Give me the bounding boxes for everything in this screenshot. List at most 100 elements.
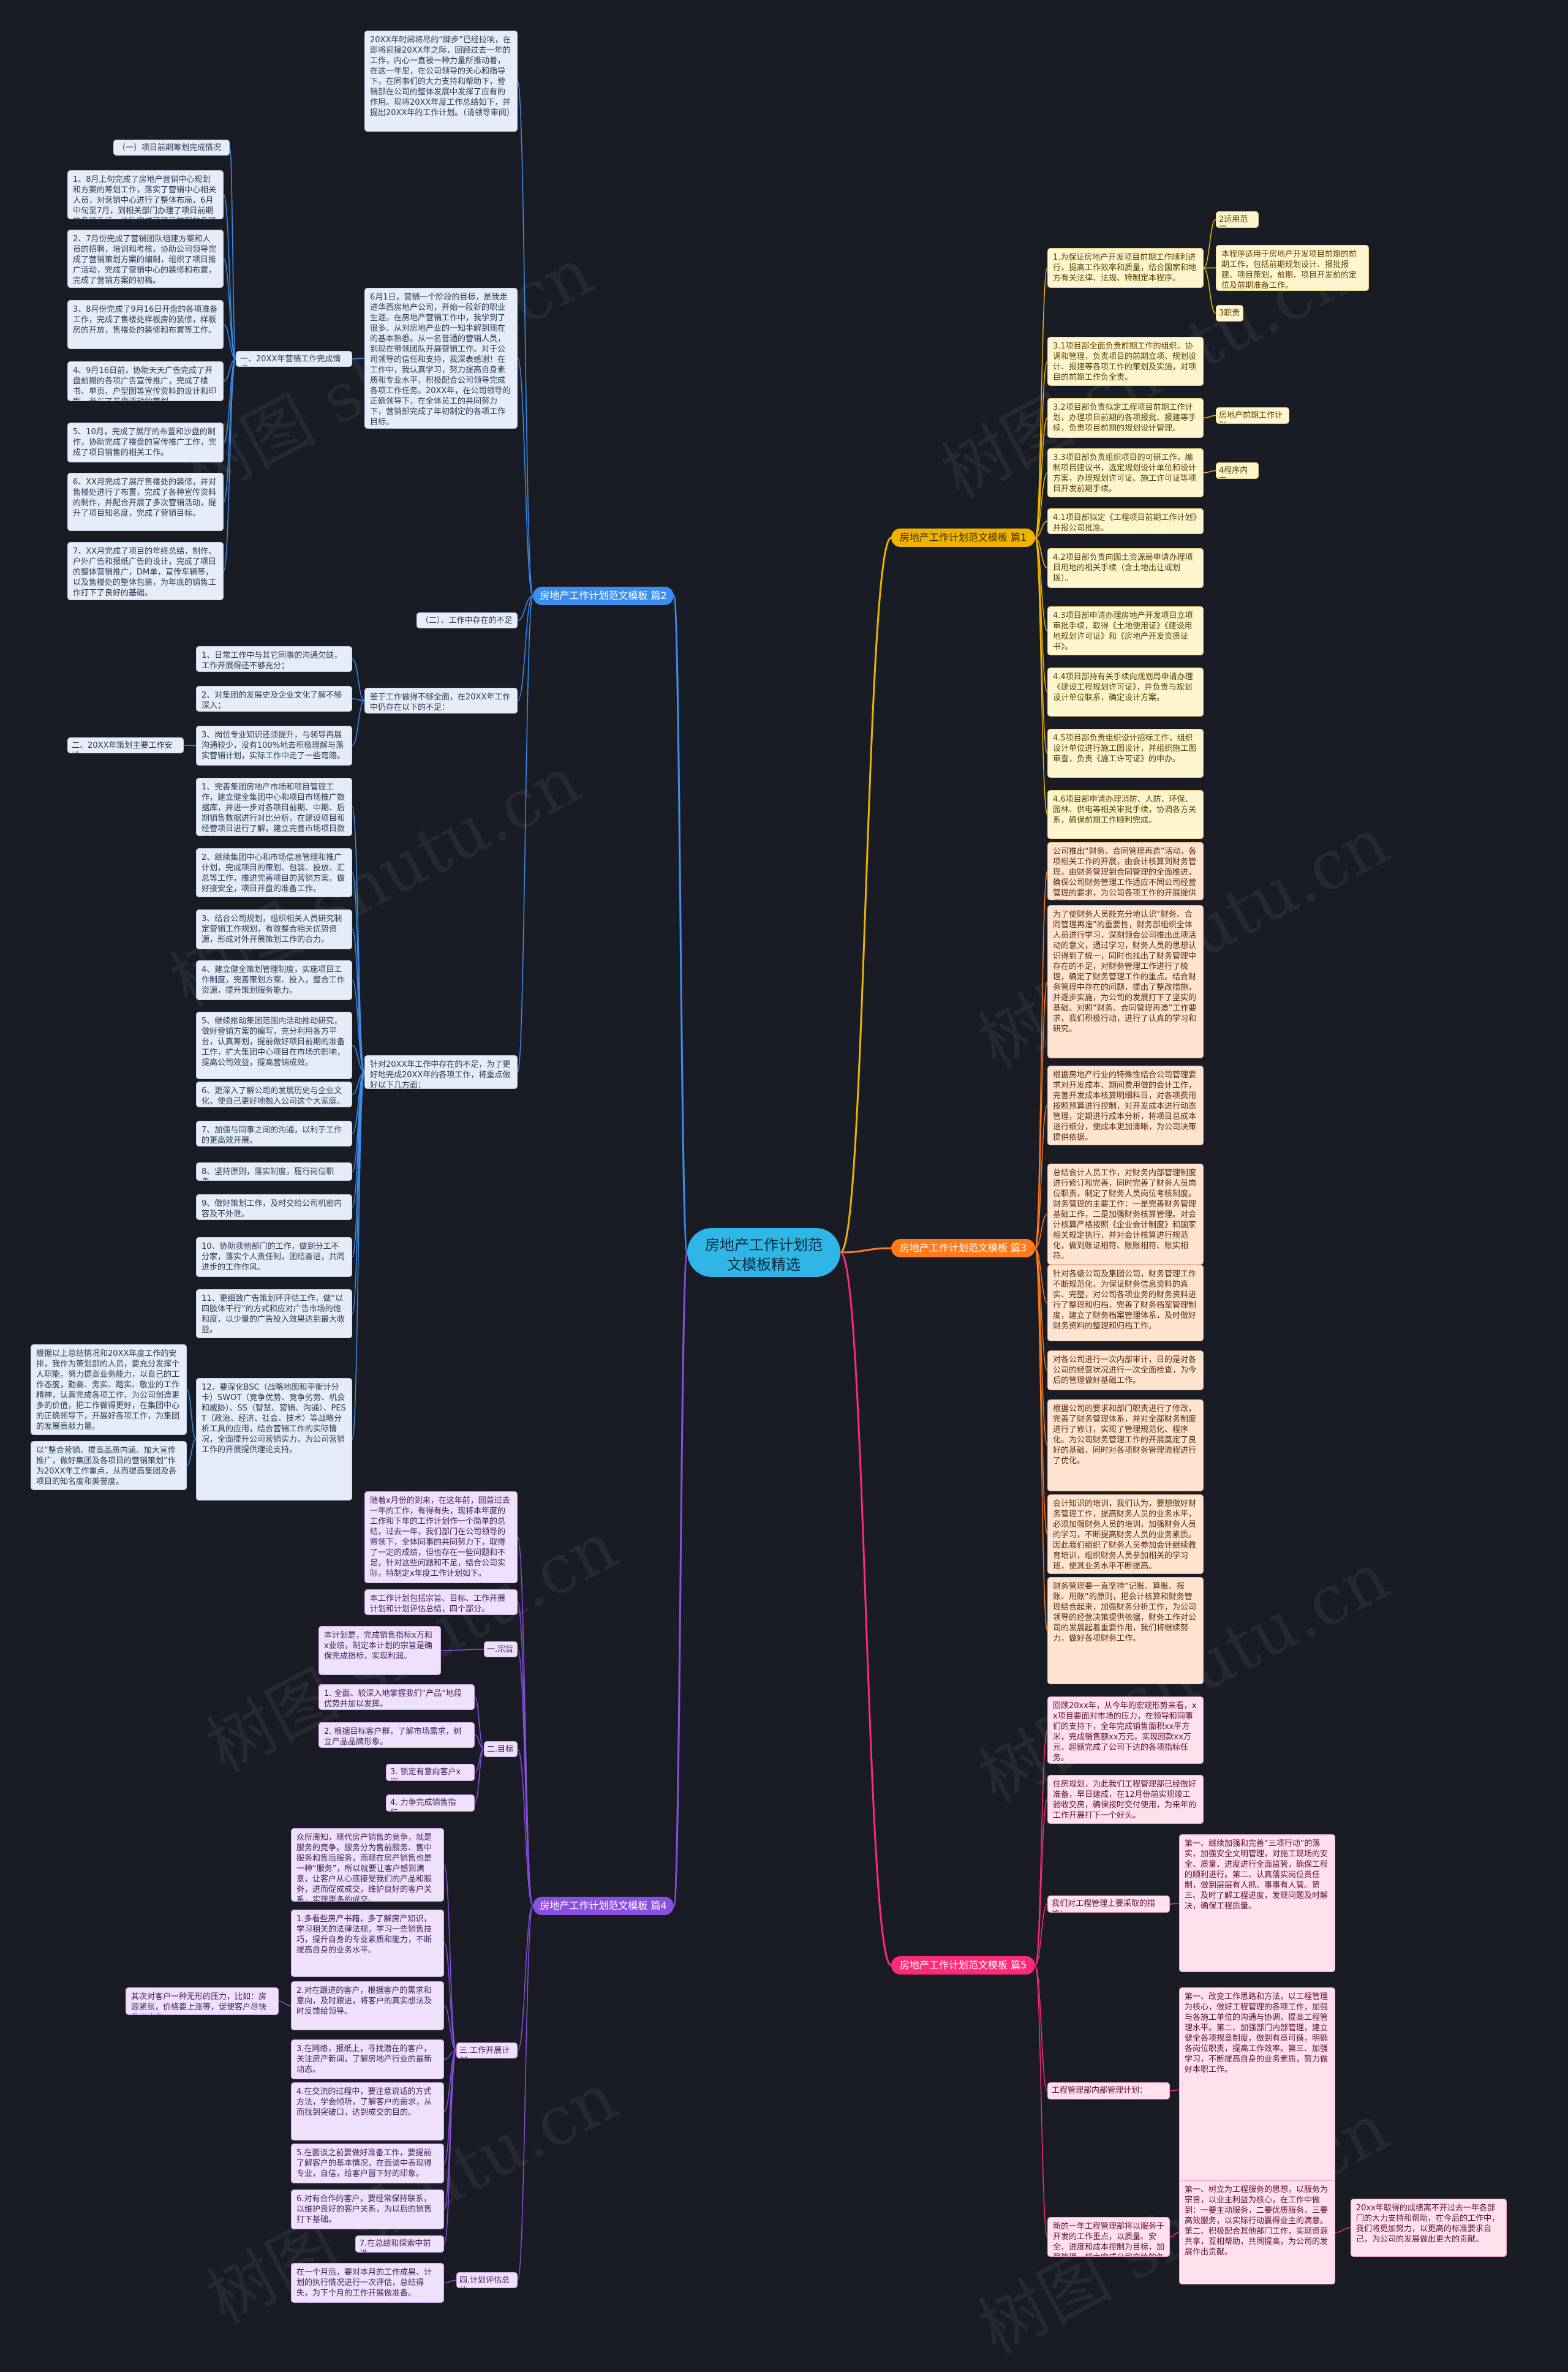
b1-node-4-3[interactable]: 4.3项目部申请办理房地产开发项目立项审批手续，取得《土地使用证》《建设用地规划…: [1047, 606, 1204, 655]
branch-3[interactable]: 房地产工作计划范文模板 篇3: [891, 1239, 1035, 1257]
b5-node-internal-detail[interactable]: 第一、改变工作思路和方法，以工程管理为核心，做好工程管理的各项工作，加强与各施工…: [1179, 1987, 1335, 2193]
b1-node-duty[interactable]: 3职责: [1216, 305, 1243, 322]
b2-node-plan-label[interactable]: 二、20XX年策划主要工作安排: [67, 737, 184, 753]
b2-node-section-1-item[interactable]: 5、10月，完成了展厅的布置和沙盘的制作，协助完成了楼盘的宣传推广工作，完成了项…: [67, 423, 224, 462]
b4-node-evaluation-text[interactable]: 在一个月后，要对本月的工作成果、计划的执行情况进行一次评估，总结得失，为下个月的…: [291, 2263, 444, 2303]
b2-node-closing-2[interactable]: 以“整合营销、提高品质内涵、加大宣传推广，做好集团及各项目的营销策划”作为20X…: [31, 1441, 187, 1490]
b2-node-plan-item[interactable]: 4、建立健全策划管理制度，实施项目工作制度，完善策划方案、投入，整合工作资源，提…: [196, 960, 352, 1000]
connector: [352, 700, 365, 747]
b3-node-item[interactable]: 根据房地产行业的特殊性结合公司管理要求对开发成本、期间费用做的会计工作，完善开发…: [1047, 1066, 1204, 1145]
connector: [352, 698, 365, 701]
b5-node-outlook-detail[interactable]: 第一、树立为工程服务的思想，以服务为宗旨，以业主利益为核心，在工作中做到：一要主…: [1179, 2180, 1335, 2284]
b3-node-item[interactable]: 根据公司的要求和部门职责进行了修改，完善了财务管理体系，并对全部财务制度进行了修…: [1047, 1399, 1204, 1491]
b4-node-goal-item[interactable]: 1. 全面、较深入地掌握我们“产品”地段优势并加以发挥。: [318, 1684, 475, 1710]
b2-node-plan-item[interactable]: 9、做好策划工作，及时交给公司机密内容及不外泄。: [196, 1194, 352, 1220]
branch-2[interactable]: 房地产工作计划范文模板 篇2: [533, 587, 674, 605]
b4-node-work-item[interactable]: 5.在面谈之前要做好准备工作，要提前了解客户的基本情况，在面谈中表现得专业，自信…: [291, 2144, 444, 2183]
b2-node-section-1-item[interactable]: 3、8月份完成了9月16日开盘的各项准备工作，完成了售楼处样板房的装修，样板房的…: [67, 300, 224, 349]
b1-node-plan-title[interactable]: 房地产前期工作计划: [1216, 407, 1289, 424]
b4-node-plan-intro[interactable]: 本工作计划包括宗旨、目标、工作开展计划和计划评估总结，四个部分。: [364, 1589, 518, 1615]
b4-node-work-note[interactable]: 其次对客户一种无形的压力，比如：房源紧张，价格要上涨等，促使客户尽快做出决定。: [126, 1987, 279, 2015]
b2-node-plan-item[interactable]: 5、继续推动集团范围内活动推动研究，做好营销方案的编写，充分利用各方平台，认真筹…: [196, 1012, 352, 1079]
b1-node-4-2[interactable]: 4.2项目部负责向国土资源局申请办理项目用地的相关手续（含土地出让或划拨）。: [1047, 548, 1204, 588]
b3-node-item[interactable]: 为了使财务人员能充分地认识“财务、合同管理再造”的重要性，财务部组织全体人员进行…: [1047, 905, 1204, 1058]
b2-node-plan-item[interactable]: 12、要深化BSC（战略地图和平衡计分卡）SWOT（竞争优势、竞争劣势、机会和威…: [196, 1378, 352, 1500]
b2-node-shortcoming-item[interactable]: 3、岗位专业知识还须提升，与领导再展沟通较少，没有100%地去积极理解与落实营销…: [196, 726, 352, 766]
branch-1[interactable]: 房地产工作计划范文模板 篇1: [891, 529, 1035, 547]
b5-node-outlook[interactable]: 新的一年工程管理部将以服务于开发的工作重点，以质量、安全、进度和成本控制为目标，…: [1047, 2217, 1170, 2257]
b5-node-plan[interactable]: 住房规划，为此我们工程管理部已经做好准备，早日建成，在12月份前实现竣工验收交房…: [1047, 1775, 1204, 1824]
b2-node-plan-summary[interactable]: 针对20XX年工作中存在的不足，为了更好地完成20XX年的各项工作，将重点做好以…: [364, 1055, 518, 1089]
b4-node-work-item[interactable]: 3.在网络，报纸上，寻找潜在的客户，关注房产新闻，了解房地产行业的最新动态。: [291, 2039, 444, 2079]
b2-node-shortcoming-item[interactable]: 1、日常工作中与其它同事的沟通欠缺，工作开展得还不够充分；: [196, 646, 352, 672]
b4-node-goal-item[interactable]: 3. 锁定有意向客户x家。: [386, 1764, 475, 1781]
branch-4[interactable]: 房地产工作计划范文模板 篇4: [533, 1897, 674, 1915]
b1-node-scope[interactable]: 2适用范围: [1216, 211, 1259, 228]
b3-node-item[interactable]: 财务管理要一直坚持“记账、算账、报账、用账”的原则，把会计核算和财务管理结合起来…: [1047, 1577, 1204, 1684]
b4-node-work-item[interactable]: 2.对在跟进的客户，根据客户的需求和意向，及时跟进，将客户的真实想法及时反馈给领…: [291, 1981, 444, 2030]
b3-node-item[interactable]: 对各公司进行一次内部审计，目的是对各公司的经营状况进行一次全面检查，为今后的管理…: [1047, 1350, 1204, 1390]
root-topic[interactable]: 房地产工作计划范文模板精选: [687, 1228, 840, 1277]
b1-node-3-3[interactable]: 3.3项目部负责组织项目的可研工作，编制项目建议书，选定规划设计单位和设计方案，…: [1047, 448, 1204, 497]
b2-node-plan-item[interactable]: 1、完善集团房地产市场和项目管理工作，建立健全集团中心和项目市场推广数据库，并进…: [196, 778, 352, 836]
b2-node-plan-item[interactable]: 2、继续集团中心和市场信息管理和推广计划，完成项目的策划、包装、投放、汇总等工作…: [196, 848, 352, 897]
b1-node-program[interactable]: 4程序内容: [1216, 462, 1259, 479]
b2-node-section-1[interactable]: （一）项目前期筹划完成情况: [113, 140, 230, 156]
b4-node-goals[interactable]: 二.目标: [484, 1741, 518, 1757]
b2-node-plan-item[interactable]: 10、协助我他部门的工作，做到分工不分家，落实个人责任制，团结奋进，共同进步的工…: [196, 1237, 352, 1277]
connector: [352, 1071, 365, 1440]
b5-node-outlook-far[interactable]: 20xx年取得的成绩离不开过去一年各部门的大力支持和帮助，在今后的工作中，我们将…: [1351, 2199, 1507, 2257]
b2-node-completion-summary[interactable]: 6月1日，营销一个阶段的目标，是我走进华西房地产公司，开始一段新的职业生涯。在房…: [364, 288, 518, 429]
b4-node-work-item[interactable]: 6.对有合作的客户，要经常保持联系，以维护良好的客户关系，为以后的销售打下基础。: [291, 2189, 444, 2229]
b1-node-4-4[interactable]: 4.4项目部持有关手续向规划局申请办理《建设工程规划许可证》，并负责与规划设计单…: [1047, 668, 1204, 717]
b3-node-item[interactable]: 会计知识的培训，我们认为，要想做好财务管理工作，提高财务人员的业务水平，必须加强…: [1047, 1494, 1204, 1574]
b4-node-purpose[interactable]: 一.宗旨: [484, 1641, 518, 1657]
b4-node-purpose-text[interactable]: 本计划是，完成销售指标x万和x业绩，制定本计划的宗旨是确保完成指标，实现利润。: [318, 1626, 441, 1675]
b2-node-completion-label[interactable]: 一、20XX年营销工作完成情况: [236, 351, 352, 367]
b2-node-shortcomings[interactable]: （二）、工作中存在的不足: [417, 612, 518, 628]
b2-node-shortcoming-item[interactable]: 2、对集团的发展史及企业文化了解不够深入；: [196, 686, 352, 712]
b1-node-4-5[interactable]: 4.5项目部负责组织设计招标工作，组织设计单位进行施工图设计，并组织施工图审查，…: [1047, 729, 1204, 778]
b5-node-review[interactable]: 回顾20xx年，从今年的宏观形势来看，xx项目要面对市场的压力，在领导和同事们的…: [1047, 1696, 1204, 1764]
b1-node-3-1[interactable]: 3.1项目部全面负责前期工作的组织、协调和管理，负责项目的前期立项、规划设计、报…: [1047, 337, 1204, 386]
b2-node-plan-item[interactable]: 8、坚持原则，落实制度，履行岗位职责。: [196, 1162, 352, 1181]
b3-node-item[interactable]: 总结会计人员工作，对财务内部管理制度进行修订和完善，同时完善了财务人员岗位职责，…: [1047, 1164, 1204, 1265]
b1-node-3-2[interactable]: 3.2项目部负责拟定工程项目前期工作计划，办理项目前期的各项报批、报建等手续，负…: [1047, 398, 1204, 438]
b4-node-evaluation[interactable]: 四.计划评估总结: [456, 2272, 518, 2288]
connector: [517, 1749, 533, 1907]
b5-node-measures[interactable]: 我们对工程管理上要采取的措施：: [1047, 1896, 1170, 1913]
b4-node-work-item[interactable]: 众所周知，现代房产销售的竞争，就是服务的竞争。服务分为售前服务、售中服务和售后服…: [291, 1828, 444, 1902]
b2-node-plan-item[interactable]: 3、结合公司规划，组织相关人员研究制定营销工作规划，有效整合相关优势资源，形成对…: [196, 909, 352, 949]
b2-node-section-1-item[interactable]: 6、XX月完成了展厅售楼处的装修，并对售楼处进行了布置，完成了各种宣传资料的制作…: [67, 473, 224, 531]
b1-node-4-6[interactable]: 4.6项目部申请办理消防、人防、环保、园林、供电等相关审批手续，协调各方关系，确…: [1047, 790, 1204, 839]
b1-node-scope-detail[interactable]: 本程序适用于房地产开发项目前期的前期工作，包括前期规划设计、报批报建、项目策划，…: [1216, 245, 1369, 291]
b4-node-work-plan[interactable]: 三.工作开展计划: [456, 2043, 518, 2058]
b1-node-4-1[interactable]: 4.1项目部拟定《工程项目前期工作计划》并报公司批准。: [1047, 508, 1204, 534]
b5-node-measures-detail[interactable]: 第一、继续加强和完善“三项行动”的落实，加强安全文明管理，对施工现场的安全、质量…: [1179, 1834, 1335, 1972]
b4-node-work-item[interactable]: 7.在总结和探索中前进。: [355, 2235, 444, 2253]
connector: [278, 2000, 292, 2006]
b4-node-work-item[interactable]: 1.多看些房产书籍，多了解房产知识，学习相关的法律法规，学习一些销售技巧，提升自…: [291, 1910, 444, 1977]
b5-node-internal[interactable]: 工程管理部内部管理计划：: [1047, 2082, 1170, 2099]
b2-node-section-1-item[interactable]: 7、XX月完成了项目的年终总结，制作、户外广告和报纸广告的设计，完成了项目的整体…: [67, 542, 224, 600]
connector: [1035, 267, 1048, 538]
connector: [517, 1537, 533, 1907]
b2-node-closing-1[interactable]: 根据以上总结情况和20XX年度工作的安排，我作为策划部的人员，要充分发挥个人职能…: [31, 1344, 187, 1435]
connector: [1169, 2232, 1180, 2238]
b4-node-goal-item[interactable]: 4. 力争完成销售指标。: [386, 1794, 475, 1812]
b2-node-section-1-item[interactable]: 1、8月上旬完成了房地产营销中心规划和方案的筹划工作，落实了营销中心相关人员，对…: [67, 170, 224, 219]
b2-node-section-1-item[interactable]: 4、9月16日前，协助天天广告完成了开盘前期的各项广告宣传推广，完成了楼书、单页…: [67, 361, 224, 401]
b2-node-plan-item[interactable]: 6、更深入了解公司的发展历史与企业文化，使自己更好地融入公司这个大家庭。: [196, 1082, 352, 1107]
b2-node-shortcomings-summary[interactable]: 鉴于工作做得不够全面，在20XX年工作中仍存在以下的不足：: [364, 688, 518, 713]
b3-node-item[interactable]: 针对各级公司及集团公司，财务管理工作不断规范化，为保证财务信息资料的真实、完整，…: [1047, 1265, 1204, 1341]
b4-node-goal-item[interactable]: 2. 根据目标客户群，了解市场需求，树立产品品牌形象。: [318, 1722, 475, 1748]
b1-node-intro[interactable]: 1.为保证房地产开发项目前期工作顺利进行，提高工作效率和质量，结合国家和地方有关…: [1047, 248, 1204, 288]
b4-node-intro[interactable]: 随着x月份的到来，在这年前，回首过去一年的工作，有得有失，现将本年度的工作和下年…: [364, 1491, 518, 1583]
b3-node-item[interactable]: 公司推出“财务、合同管理再造”活动，各项相关工作的开展，由会计核算到财务管理，由…: [1047, 842, 1204, 900]
b4-node-work-item[interactable]: 4.在交流的过程中，要注意说话的方式方法，学会倾听，了解客户的需求，从而找到突破…: [291, 2082, 444, 2140]
b2-node-intro[interactable]: 20XX年时间将尽的“脚步”已经拉响，在即将迎接20XX年之际，回顾过去一年的工…: [364, 31, 518, 132]
b2-node-plan-item[interactable]: 11、更细致广告策划环评估工作，做“以四肢体干行”的方式和应对广告市场的饱和度，…: [196, 1289, 352, 1338]
b2-node-section-1-item[interactable]: 2、7月份完成了营销团队组建方案和人员的招聘，培训和考核，协助公司领导完成了营销…: [67, 230, 224, 288]
b2-node-plan-item[interactable]: 7、加强与同事之间的沟通，以利于工作的更高效开展。: [196, 1121, 352, 1146]
branch-5[interactable]: 房地产工作计划范文模板 篇5: [891, 1956, 1035, 1975]
